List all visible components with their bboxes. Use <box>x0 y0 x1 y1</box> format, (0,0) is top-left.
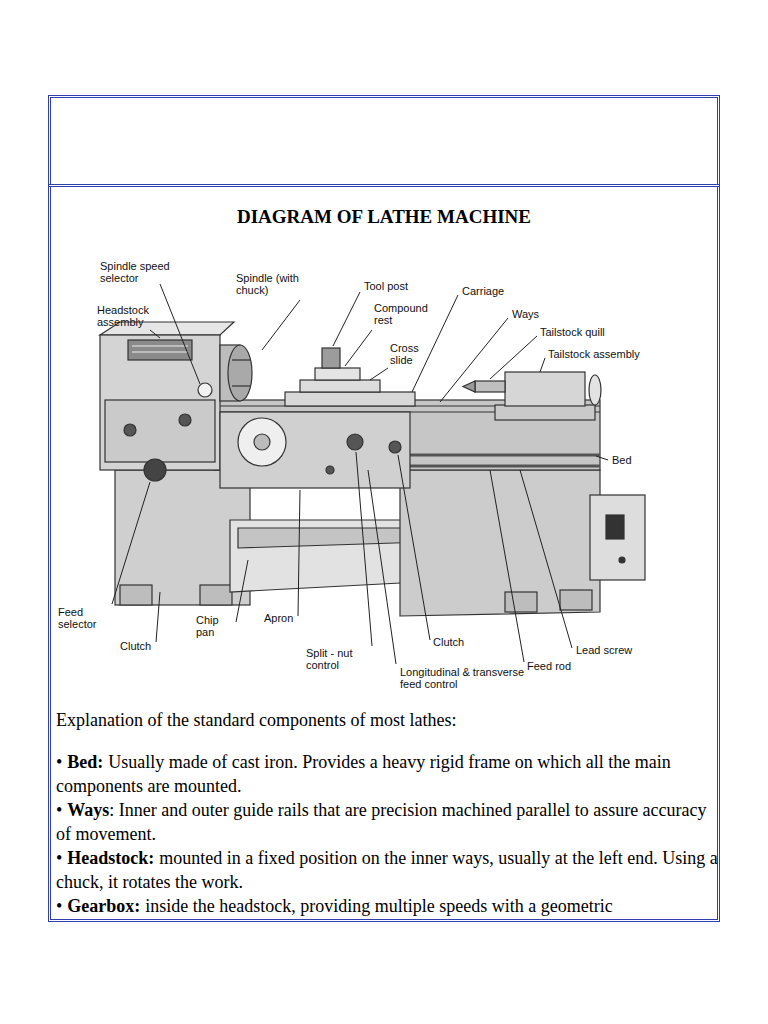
bullet: • <box>56 752 62 772</box>
explanation-text: Explanation of the standard components o… <box>56 708 718 918</box>
description: inside the headstock, providing multiple… <box>145 896 612 916</box>
callout-label: Carriage <box>462 285 522 297</box>
callout-label: Longitudinal & transverse feed control <box>400 666 540 690</box>
header-box <box>48 95 720 187</box>
callout-label: Compound rest <box>374 302 424 326</box>
callout-label: Tailstock assembly <box>548 348 658 360</box>
callout-label: Tool post <box>364 280 424 292</box>
callout-label: Feed rod <box>527 660 587 672</box>
bullet: • <box>56 800 62 820</box>
intro-text: Explanation of the standard components o… <box>56 710 456 730</box>
bullet-item: •Ways: Inner and outer guide rails that … <box>56 798 718 846</box>
callout-label: Clutch <box>433 636 483 648</box>
bullet: • <box>56 896 62 916</box>
callout-label: Split - nut control <box>306 647 376 671</box>
callout-label: Cross slide <box>390 342 430 366</box>
diagram-title: DIAGRAM OF LATHE MACHINE <box>48 206 720 228</box>
callout-label: Ways <box>512 308 552 320</box>
callout-label: Spindle speed selector <box>100 260 180 284</box>
paragraph: Explanation of the standard components o… <box>56 708 718 732</box>
description: mounted in a fixed position on the inner… <box>56 848 718 892</box>
bullet-item: •Bed:Usually made of cast iron. Provides… <box>56 750 718 798</box>
callout-label: Spindle (with chuck) <box>236 272 304 296</box>
bullet-item: •Headstock:mounted in a fixed position o… <box>56 846 718 894</box>
term: Bed: <box>67 752 103 772</box>
term: Gearbox: <box>67 896 140 916</box>
bullet-item: •Gearbox:inside the headstock, providing… <box>56 894 718 918</box>
callout-label: Feed selector <box>58 606 118 630</box>
callout-label: Chip pan <box>196 614 236 638</box>
callout-label: Tailstock quill <box>540 326 630 338</box>
callout-label: Apron <box>264 612 314 624</box>
term: Headstock: <box>67 848 154 868</box>
callout-label: Clutch <box>120 640 170 652</box>
description: : Inner and outer guide rails that are p… <box>56 800 707 844</box>
callout-label: Lead screw <box>576 644 656 656</box>
callout-label: Bed <box>612 454 652 466</box>
callout-label: Headstock assembly <box>97 304 155 328</box>
bullet: • <box>56 848 62 868</box>
term: Ways <box>67 800 109 820</box>
description: Usually made of cast iron. Provides a he… <box>56 752 671 796</box>
